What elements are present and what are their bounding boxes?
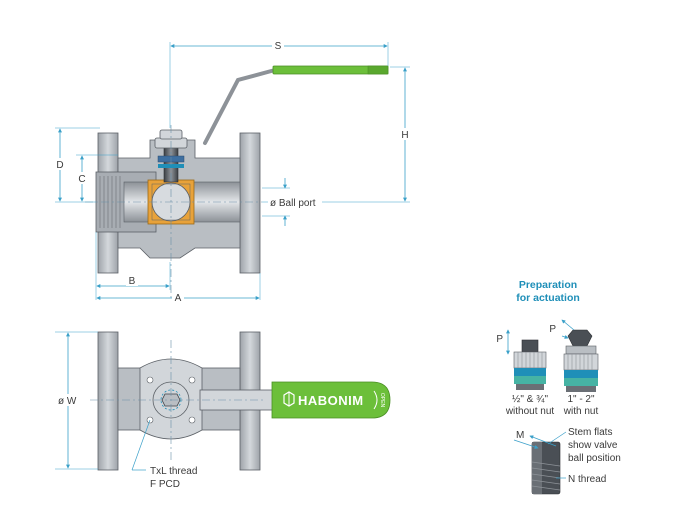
right-flange — [239, 132, 261, 274]
actuation-detail: Preparation for actuation P ½" & ¾" with… — [496, 279, 621, 495]
habonim-logo-icon — [283, 391, 295, 407]
thread-leader — [131, 419, 151, 471]
dim-a-label: A — [175, 293, 182, 304]
dim-d-label: D — [56, 160, 63, 171]
side-section-view: S H D C B A ø Ball port — [54, 39, 413, 304]
p-label-left: P — [496, 334, 503, 345]
dim-s-label: S — [275, 41, 282, 52]
plan-left-flange — [97, 331, 119, 471]
open-mark: OPEN — [379, 393, 385, 408]
brand-name: HABONIM — [298, 393, 364, 408]
actuation-title-1: Preparation — [519, 279, 577, 291]
stem-flats-line3: ball position — [568, 453, 621, 464]
dim-w-label: ø W — [58, 396, 77, 407]
dim-b-label: B — [129, 276, 136, 287]
p-label-right: P — [549, 324, 556, 335]
large-size-label: 1" - 2" — [567, 394, 595, 405]
open-arrow-icon — [373, 390, 378, 410]
thread-label: TxL thread — [150, 466, 197, 477]
ball-port-label: ø Ball port — [270, 198, 316, 209]
dim-c-label: C — [78, 174, 85, 185]
large-note-label: with nut — [563, 406, 599, 417]
small-size-label: ½" & ¾" — [512, 394, 548, 405]
small-note-label: without nut — [505, 406, 555, 417]
stem-flats-line2: show valve — [568, 440, 618, 451]
stem-flats-line1: Stem flats — [568, 427, 612, 438]
dim-h-label: H — [401, 130, 408, 141]
stem-flats-icon — [531, 441, 561, 495]
m-label: M — [516, 430, 524, 441]
large-stem-icon — [563, 329, 599, 392]
pcd-label: F PCD — [150, 479, 180, 490]
small-stem-icon — [513, 339, 547, 390]
plan-handle-grip — [271, 381, 391, 419]
handle-lever — [203, 68, 277, 145]
actuation-title-2: for actuation — [516, 292, 580, 304]
plan-view: HABONIM OPEN ø W TxL thread F PCD — [55, 331, 391, 490]
n-thread-label: N thread — [568, 474, 606, 485]
